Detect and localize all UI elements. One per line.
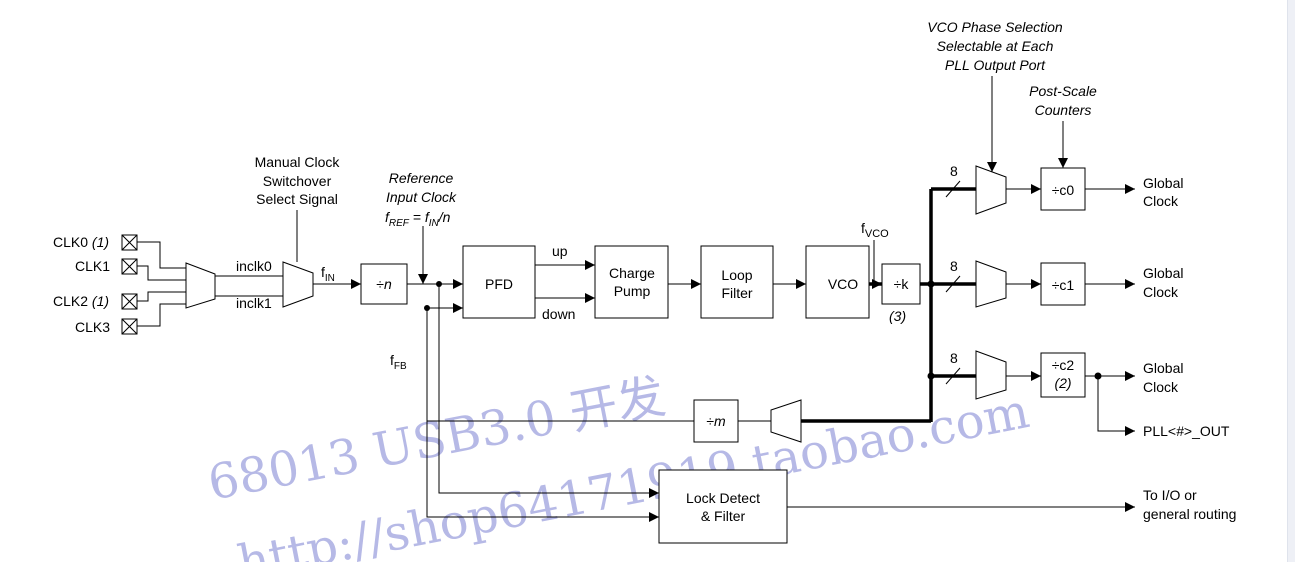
down-label: down bbox=[542, 306, 575, 322]
clk1-pin-icon bbox=[121, 258, 138, 275]
divider-m bbox=[693, 399, 739, 443]
bus-width-1: 8 bbox=[950, 163, 958, 179]
svg-text:Global: Global bbox=[1143, 265, 1183, 281]
svg-text:Switchover: Switchover bbox=[263, 173, 332, 189]
loop-filter-block bbox=[700, 245, 774, 319]
svg-text:Selectable at Each: Selectable at Each bbox=[937, 38, 1054, 54]
clk1-label: CLK1 bbox=[75, 258, 110, 274]
post-scale-label: Post-Scale Counters bbox=[1029, 83, 1097, 118]
divider-n-label: ÷n bbox=[376, 276, 392, 292]
global-clock-1: Global Clock bbox=[1143, 265, 1183, 300]
ffb-to-lock bbox=[426, 308, 659, 522]
svg-text:Clock: Clock bbox=[1143, 284, 1179, 300]
pfd-label: PFD bbox=[485, 276, 513, 292]
loop-filter-label: Loop Filter bbox=[721, 267, 752, 301]
up-label: up bbox=[552, 243, 568, 259]
counter-c1 bbox=[1040, 262, 1086, 306]
svg-text:Lock Detect: Lock Detect bbox=[686, 490, 760, 506]
svg-text:Reference: Reference bbox=[389, 170, 454, 186]
ffb-to-pfd bbox=[426, 303, 463, 421]
bus-width-3: 8 bbox=[950, 350, 958, 366]
counter-c2-label: ÷c2 bbox=[1052, 357, 1075, 373]
svg-text:Input Clock: Input Clock bbox=[386, 189, 457, 205]
fin-label: fIN bbox=[321, 264, 335, 284]
inclk1-label: inclk1 bbox=[236, 295, 272, 311]
svg-text:Clock: Clock bbox=[1143, 193, 1179, 209]
charge-pump-block bbox=[594, 245, 669, 319]
input-pins: CLK0 (1) CLK1 CLK2 (1) CLK3 bbox=[53, 234, 138, 335]
svg-text:Select Signal: Select Signal bbox=[256, 191, 338, 207]
bus-junction-1 bbox=[927, 280, 935, 288]
svg-text:Filter: Filter bbox=[721, 285, 752, 301]
clk3-label: CLK3 bbox=[75, 319, 110, 335]
svg-text:Global: Global bbox=[1143, 175, 1183, 191]
global-clock-0: Global Clock bbox=[1143, 175, 1183, 209]
feedback-mux bbox=[770, 399, 802, 443]
clk0-label: CLK0 (1) bbox=[53, 234, 109, 250]
bus-junction-2 bbox=[927, 372, 935, 380]
svg-text:Global: Global bbox=[1143, 360, 1183, 376]
pin-wires bbox=[137, 241, 186, 327]
lock-detect-block bbox=[658, 469, 788, 544]
svg-text:PLL Output Port: PLL Output Port bbox=[945, 57, 1046, 73]
phase-mux-c0 bbox=[975, 165, 1007, 215]
c2-note: (2) bbox=[1054, 375, 1071, 391]
clk2-pin-icon bbox=[121, 293, 138, 310]
divider-k bbox=[881, 263, 921, 305]
inclk0-label: inclk0 bbox=[236, 258, 272, 274]
reference-input-label: Reference Input Clock bbox=[386, 170, 457, 205]
svg-text:Post-Scale: Post-Scale bbox=[1029, 83, 1097, 99]
divider-k-label: ÷k bbox=[894, 276, 910, 292]
counter-c0 bbox=[1040, 167, 1086, 211]
manual-switchover-label: Manual Clock Switchover Select Signal bbox=[255, 154, 341, 207]
clk3-pin-icon bbox=[121, 318, 138, 335]
vco-block bbox=[805, 245, 870, 319]
pll-out-label: PLL<#>_OUT bbox=[1143, 423, 1230, 439]
bus-width-2: 8 bbox=[950, 258, 958, 274]
pll-out-arrow bbox=[1097, 376, 1135, 436]
vco-label: VCO bbox=[828, 276, 858, 292]
svg-text:Clock: Clock bbox=[1143, 379, 1179, 395]
input-mux-1 bbox=[185, 262, 216, 309]
svg-text:Pump: Pump bbox=[614, 283, 651, 299]
io-routing-label: To I/O or general routing bbox=[1143, 487, 1236, 522]
svg-text:Loop: Loop bbox=[721, 267, 752, 283]
phase-mux-c2 bbox=[975, 350, 1007, 400]
fvco-label: fVCO bbox=[861, 220, 889, 240]
global-clock-2: Global Clock bbox=[1143, 360, 1183, 395]
divider-m-label: ÷m bbox=[706, 413, 726, 429]
page-edge bbox=[1287, 0, 1295, 562]
ffb-label: fFB bbox=[390, 352, 407, 372]
svg-text:To I/O or: To I/O or bbox=[1143, 487, 1197, 503]
charge-pump-label: Charge Pump bbox=[609, 265, 655, 299]
counter-c2 bbox=[1040, 352, 1086, 398]
clk0-pin-icon bbox=[121, 234, 138, 251]
clk2-label: CLK2 (1) bbox=[53, 293, 109, 309]
svg-text:& Filter: & Filter bbox=[701, 508, 746, 524]
pfd-block bbox=[462, 245, 536, 319]
switchover-mux bbox=[282, 261, 314, 308]
divider-n bbox=[360, 263, 408, 305]
svg-text:Charge: Charge bbox=[609, 265, 655, 281]
lock-detect-label: Lock Detect & Filter bbox=[686, 490, 760, 524]
phase-mux-c1 bbox=[975, 260, 1007, 308]
bus-width-marks bbox=[945, 180, 961, 385]
counter-c1-label: ÷c1 bbox=[1052, 277, 1075, 293]
k-note: (3) bbox=[889, 308, 906, 324]
svg-text:general routing: general routing bbox=[1143, 506, 1236, 522]
counter-c0-label: ÷c0 bbox=[1052, 182, 1075, 198]
fref-to-lock bbox=[438, 284, 659, 498]
svg-text:Manual Clock: Manual Clock bbox=[255, 154, 341, 170]
vco-phase-label: VCO Phase Selection Selectable at Each P… bbox=[927, 19, 1063, 73]
svg-text:Counters: Counters bbox=[1035, 102, 1092, 118]
fref-equation: fREF = fIN/n bbox=[385, 209, 451, 229]
svg-text:VCO Phase Selection: VCO Phase Selection bbox=[927, 19, 1063, 35]
